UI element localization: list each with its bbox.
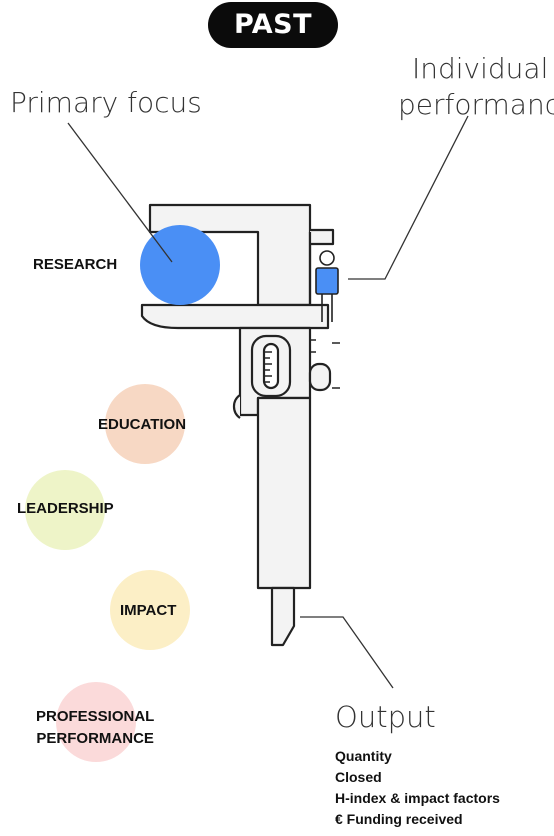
research-label: RESEARCH — [33, 256, 118, 273]
primary-focus-label: Primary focus — [10, 86, 202, 119]
impact-label: IMPACT — [120, 602, 177, 619]
output-item: H-index & impact factors — [335, 790, 500, 806]
professional-performance-label-line1: PROFESSIONAL — [36, 708, 155, 725]
output-item: € Funding received — [335, 811, 463, 827]
leadership-circle — [25, 470, 105, 550]
individual-performance-label-line1: Individual — [412, 52, 549, 85]
person-icon — [315, 250, 339, 322]
pointer-lines — [67, 115, 469, 689]
impact-circle — [110, 570, 190, 650]
output-heading: Output — [335, 700, 436, 734]
professional-performance-label-line2: PERFORMANCE — [36, 730, 154, 747]
output-item: Closed — [335, 769, 382, 785]
research-circle — [140, 225, 220, 305]
professional-performance-label: PROFESSIONAL PERFORMANCE — [36, 706, 154, 750]
education-circle — [105, 384, 185, 464]
caliper-icon — [140, 203, 335, 647]
caliper-scale-ticks — [264, 339, 340, 389]
professional-performance-circle — [56, 682, 136, 762]
era-badge: PAST — [208, 2, 338, 48]
leadership-label: LEADERSHIP — [17, 500, 114, 517]
output-item: Quantity — [335, 748, 392, 764]
education-label: EDUCATION — [98, 416, 187, 433]
output-list: Quantity Closed H-index & impact factors… — [335, 746, 500, 830]
individual-performance-label-line2: performance — [398, 88, 554, 121]
